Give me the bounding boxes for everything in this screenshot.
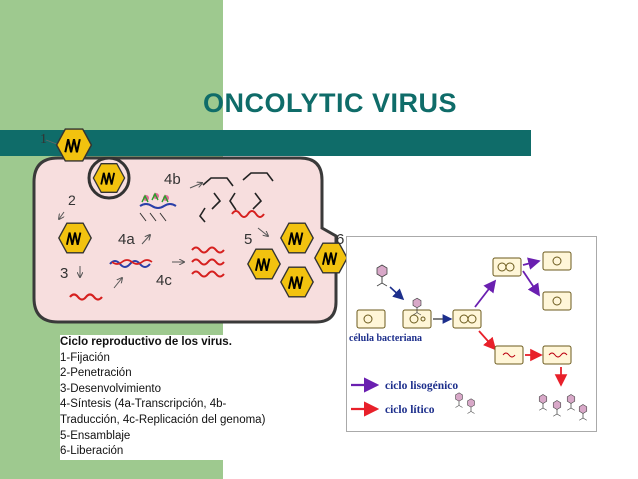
bacterium-lyso-2 bbox=[543, 252, 571, 270]
label-step-3: 3 bbox=[60, 265, 68, 282]
bacterium-3 bbox=[453, 310, 481, 328]
caption-line: 2-Penetración bbox=[60, 366, 350, 382]
caption-line: 1-Fijación bbox=[60, 351, 350, 367]
caption-block: Ciclo reproductivo de los virus. 1-Fijac… bbox=[60, 335, 350, 460]
legend-lytic: ciclo lítico bbox=[385, 404, 435, 416]
label-step-5: 5 bbox=[244, 231, 252, 248]
phages-lysogenic-end bbox=[456, 393, 475, 414]
caption-line: 3-Desenvolvimiento bbox=[60, 382, 350, 398]
caption-line: 5-Ensamblaje bbox=[60, 429, 350, 445]
label-step-6: 6 bbox=[336, 231, 344, 248]
cycle-svg: célula bacteriana ciclo lisogénico ciclo… bbox=[347, 237, 598, 433]
bacterial-cell-label: célula bacteriana bbox=[349, 333, 422, 344]
bacterium-lytic-1 bbox=[495, 346, 523, 364]
virus-attaching bbox=[57, 129, 92, 161]
label-step-4b: 4b bbox=[164, 171, 181, 188]
phage-initial bbox=[377, 265, 387, 286]
caption-line: 6-Liberación bbox=[60, 444, 350, 460]
lytic-lysogenic-diagram: célula bacteriana ciclo lisogénico ciclo… bbox=[346, 236, 597, 432]
caption-line: Traducción, 4c-Replicación del genoma) bbox=[60, 413, 350, 429]
legend-lysogenic: ciclo lisogénico bbox=[385, 380, 458, 392]
caption-line: 4-Síntesis (4a-Transcripción, 4b- bbox=[60, 397, 350, 413]
caption-heading: Ciclo reproductivo de los virus. bbox=[60, 335, 350, 351]
label-step-4a: 4a bbox=[118, 231, 135, 248]
bacterium-lytic-2 bbox=[543, 346, 571, 364]
label-step-1: 1 bbox=[40, 132, 47, 147]
label-step-4c: 4c bbox=[156, 272, 172, 289]
bacterium-lyso-3 bbox=[543, 292, 571, 310]
bacterium-lyso-1 bbox=[493, 258, 521, 276]
phages-released bbox=[539, 395, 587, 421]
label-step-2: 2 bbox=[68, 192, 76, 208]
bacterium-1 bbox=[357, 310, 385, 328]
